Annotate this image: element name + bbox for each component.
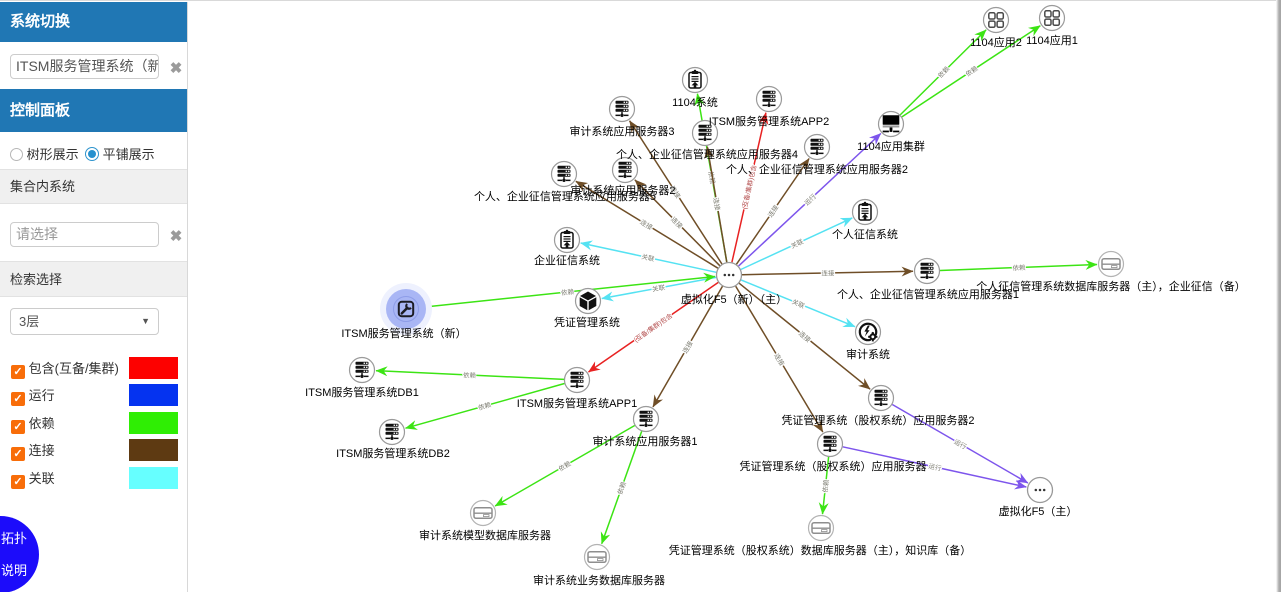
svg-text:依赖: 依赖 [964,63,980,78]
svg-text:审计系统应用服务器1: 审计系统应用服务器1 [592,434,697,448]
svg-text:个人征信系统: 个人征信系统 [832,228,898,241]
svg-text:个人、企业征信管理系统应用服务器5: 个人、企业征信管理系统应用服务器5 [474,189,656,203]
svg-text:连接: 连接 [680,339,695,355]
svg-text:虚拟化F5（新）（主）: 虚拟化F5（新）（主） [681,292,787,306]
svg-text:关联: 关联 [791,297,807,310]
svg-text:依赖: 依赖 [820,479,830,493]
svg-text:ITSM服务管理系统APP1: ITSM服务管理系统APP1 [517,396,637,410]
svg-text:1104应用1: 1104应用1 [1026,33,1078,47]
svg-text:依赖: 依赖 [615,480,628,496]
svg-text:凭证管理系统（股权系统）数据库服务器（主），知识库（备）: 凭证管理系统（股权系统）数据库服务器（主），知识库（备） [669,543,972,557]
svg-text:关联: 关联 [789,236,805,250]
svg-text:ITSM服务管理系统（新）: ITSM服务管理系统（新） [341,326,466,340]
svg-text:个人、企业征信管理系统应用服务器4: 个人、企业征信管理系统应用服务器4 [616,147,798,161]
svg-text:连接: 连接 [772,352,787,368]
svg-text:1104应用集群: 1104应用集群 [857,139,925,153]
svg-text:依赖: 依赖 [463,370,477,380]
svg-text:依赖: 依赖 [477,400,492,412]
svg-text:连接: 连接 [766,203,781,219]
svg-text:运行: 运行 [953,437,969,452]
svg-text:关联: 关联 [641,252,656,264]
svg-text:1104应用2: 1104应用2 [970,35,1022,49]
svg-text:连接: 连接 [821,268,835,277]
svg-text:ITSM服务管理系统APP2: ITSM服务管理系统APP2 [709,114,829,128]
svg-text:审计系统模型数据库服务器: 审计系统模型数据库服务器 [419,528,551,542]
svg-text:依赖: 依赖 [1012,263,1026,273]
svg-text:审计系统应用服务器2: 审计系统应用服务器2 [570,183,675,197]
svg-text:凭证管理系统（股权系统）应用服务器2: 凭证管理系统（股权系统）应用服务器2 [781,413,974,427]
svg-text:个人征信管理系统数据库服务器（主），企业征信（备）: 个人征信管理系统数据库服务器（主），企业征信（备） [976,279,1246,293]
svg-text:ITSM服务管理系统DB2: ITSM服务管理系统DB2 [336,446,450,460]
svg-text:企业征信系统: 企业征信系统 [534,253,600,267]
svg-text:关联: 关联 [651,282,666,293]
svg-text:审计系统应用服务器3: 审计系统应用服务器3 [569,124,674,138]
svg-text:依赖: 依赖 [561,287,575,297]
svg-text:凭证管理系统: 凭证管理系统 [554,315,620,329]
svg-text:审计系统业务数据库服务器: 审计系统业务数据库服务器 [533,573,665,587]
svg-text:1104系统: 1104系统 [672,96,718,109]
svg-text:审计系统: 审计系统 [846,347,890,361]
svg-text:连接: 连接 [711,197,722,212]
svg-text:个人、企业征信管理系统应用服务器2: 个人、企业征信管理系统应用服务器2 [726,162,908,176]
svg-text:运行: 运行 [928,461,943,473]
svg-text:虚拟化F5（主）: 虚拟化F5（主） [999,504,1078,518]
svg-text:个人、企业征信管理系统应用服务器1: 个人、企业征信管理系统应用服务器1 [837,287,1019,301]
svg-text:(互备/集群)包含: (互备/集群)包含 [632,311,675,344]
svg-text:依赖: 依赖 [557,459,573,474]
svg-text:凭证管理系统（股权系统）应用服务器: 凭证管理系统（股权系统）应用服务器 [740,459,927,473]
svg-text:连接: 连接 [639,217,655,232]
svg-text:ITSM服务管理系统DB1: ITSM服务管理系统DB1 [305,385,419,399]
